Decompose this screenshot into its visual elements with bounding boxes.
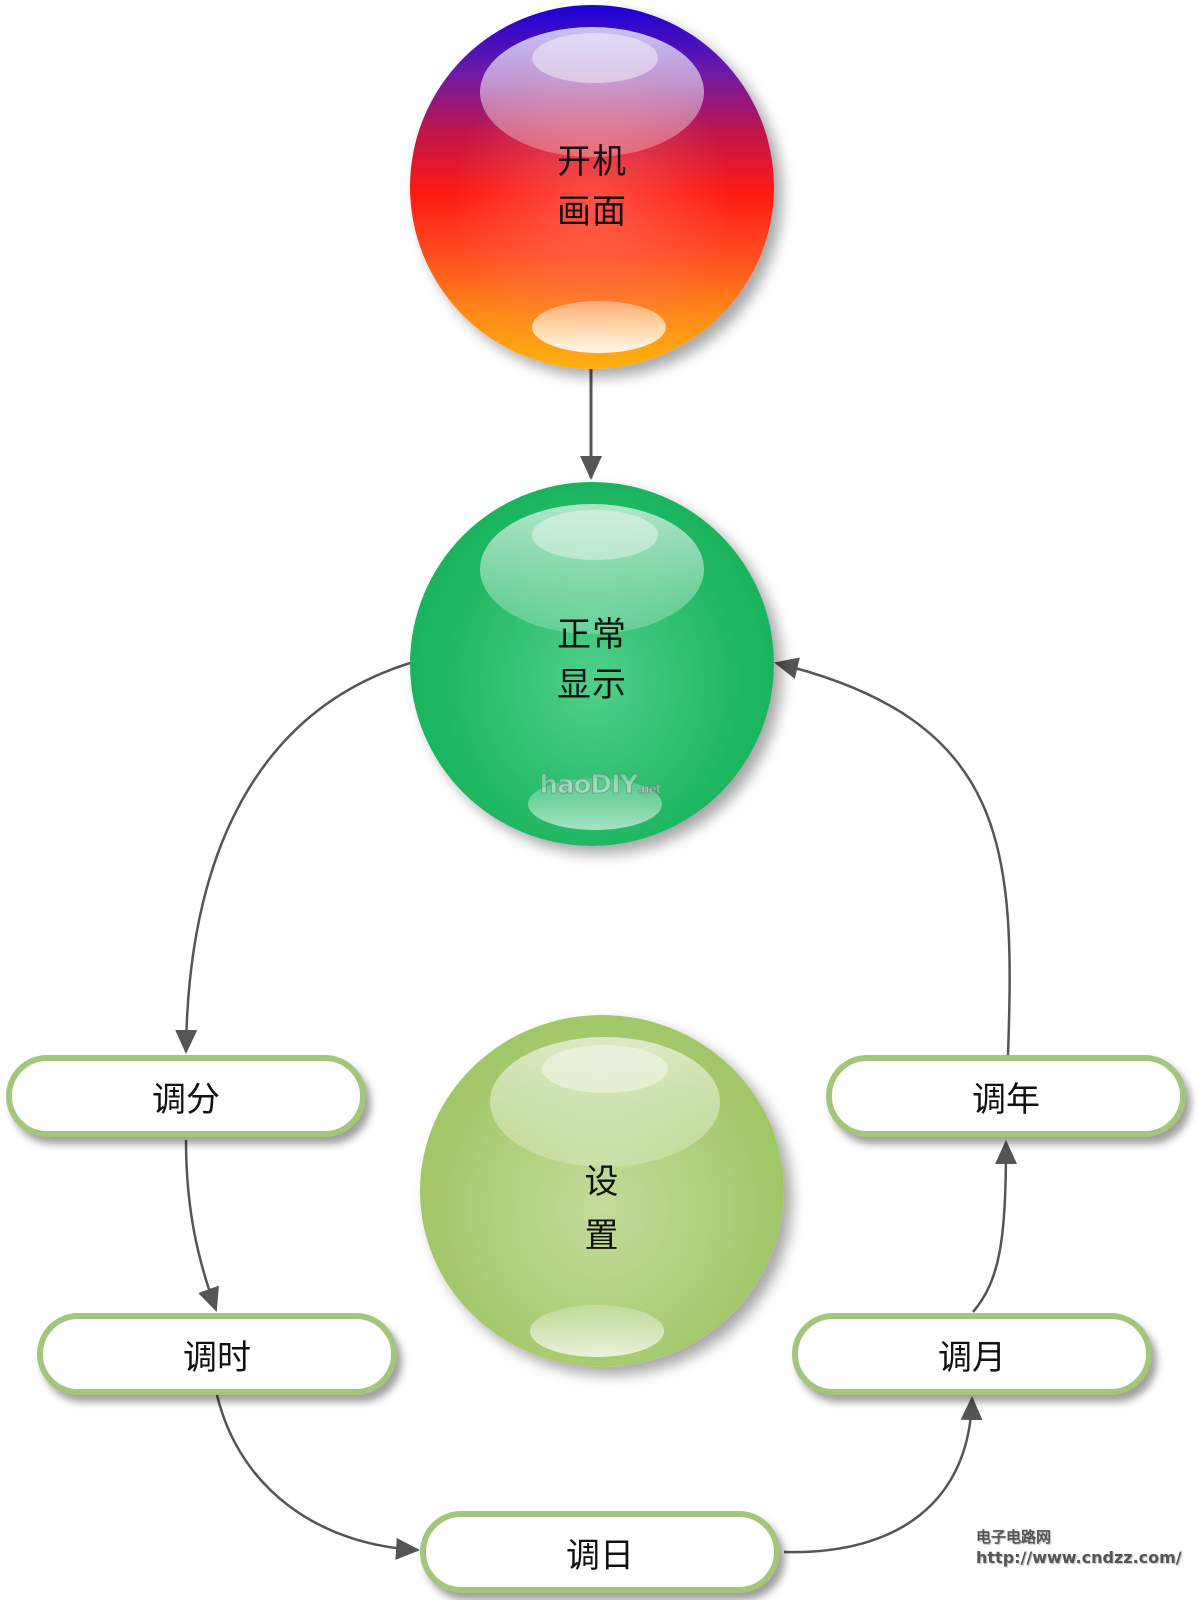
- footer-brand: 电子电路网 http://www.cndzz.com/: [976, 1527, 1182, 1569]
- edge-year-to-normal: [774, 657, 1011, 1056]
- gloss-highlight: [532, 33, 658, 83]
- node-label: 设 置: [584, 1162, 620, 1256]
- gloss-highlight: [528, 778, 662, 830]
- node-startup-screen: 开机 画面: [410, 5, 774, 369]
- edge-normal-to-minute: [175, 661, 411, 1054]
- site-name: 电子电路网: [976, 1528, 1052, 1546]
- node-label: 调时: [183, 1337, 251, 1378]
- gloss-highlight: [542, 1045, 668, 1093]
- node-normal-display: 正常 显示 haoDIY.net: [410, 482, 774, 846]
- edge-day-to-month: [783, 1396, 983, 1554]
- node-label: 调日: [566, 1535, 634, 1576]
- edge-month-to-year: [972, 1140, 1017, 1313]
- node-adjust-day: 调日: [420, 1511, 780, 1593]
- node-settings: 设 置: [420, 1015, 784, 1367]
- gloss-highlight: [530, 1305, 664, 1357]
- edge-hour-to-day: [215, 1394, 420, 1560]
- node-adjust-minute: 调分: [6, 1055, 366, 1137]
- gloss-highlight: [490, 1037, 720, 1167]
- node-label: 正常 显示: [557, 615, 627, 705]
- gloss-highlight: [480, 504, 704, 634]
- edge-minute-to-hour: [184, 1139, 219, 1312]
- node-adjust-hour: 调时: [37, 1313, 397, 1395]
- node-label: 开机 画面: [557, 142, 627, 232]
- site-url: http://www.cndzz.com/: [976, 1548, 1182, 1567]
- node-label: 调年: [972, 1079, 1040, 1120]
- watermark: haoDIY.net: [539, 770, 662, 801]
- gloss-highlight: [480, 27, 704, 157]
- node-label: 调分: [152, 1079, 220, 1120]
- gloss-highlight: [532, 301, 666, 353]
- node-adjust-month: 调月: [792, 1313, 1152, 1395]
- node-adjust-year: 调年: [826, 1055, 1186, 1137]
- node-label: 调月: [938, 1337, 1006, 1378]
- gloss-highlight: [532, 510, 658, 560]
